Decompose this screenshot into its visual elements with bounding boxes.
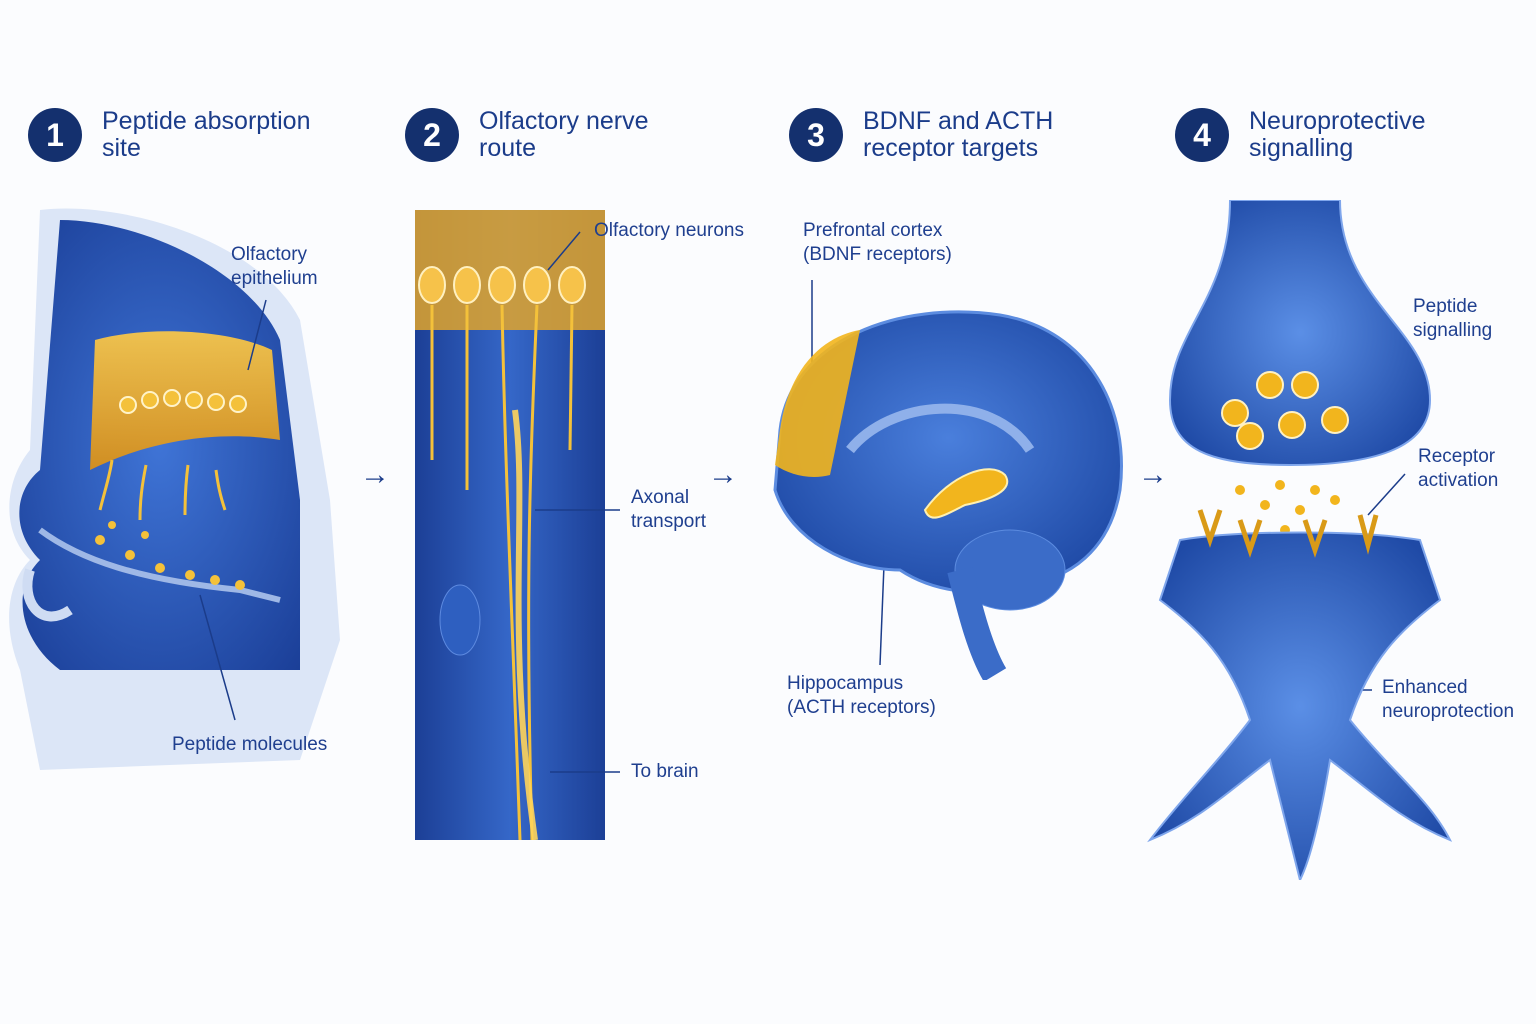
olfactory-nerve-illustration: [415, 210, 605, 840]
step-3-badge: 3: [789, 108, 843, 162]
flow-arrow-1: →: [360, 458, 390, 491]
step-1-header: 1 Peptide absorption site: [28, 108, 352, 162]
step-3-title: BDNF and ACTH receptor targets: [863, 107, 1054, 162]
step-1-badge: 1: [28, 108, 82, 162]
step-2-badge: 2: [405, 108, 459, 162]
to-brain-label: To brain: [631, 761, 699, 782]
prefrontal-cortex-label: Prefrontal cortex (BDNF receptors): [803, 220, 952, 265]
nasal-cavity-illustration: [9, 208, 341, 770]
olfactory-epithelium-label: Olfactory epithelium: [231, 244, 318, 289]
brain-illustration: [773, 310, 1123, 680]
synapse-illustration: [1147, 200, 1453, 880]
step-2-header: 2 Olfactory nerve route: [405, 108, 729, 162]
peptide-signalling-label: Peptide signalling: [1413, 296, 1493, 341]
axonal-transport-label: Axonal transport: [631, 487, 706, 532]
peptide-molecules-label: Peptide molecules: [172, 734, 328, 755]
step-4-header: 4 Neuroprotective signalling: [1175, 108, 1499, 162]
receptor-activation-label: Receptor activation: [1418, 446, 1499, 491]
step-3-header: 3 BDNF and ACTH receptor targets: [789, 108, 1113, 162]
olfactory-neurons-label: Olfactory neurons: [594, 220, 744, 241]
hippocampus-label: Hippocampus (ACTH receptors): [787, 673, 936, 718]
flow-arrow-2: →: [708, 458, 738, 491]
step-4-badge: 4: [1175, 108, 1229, 162]
step-2-title: Olfactory nerve route: [479, 107, 649, 162]
flow-arrow-3: →: [1138, 458, 1168, 491]
step-1-title: Peptide absorption site: [102, 107, 311, 162]
enhanced-neuroprotection-label: Enhanced neuroprotection: [1382, 677, 1515, 722]
step-4-title: Neuroprotective signalling: [1249, 107, 1426, 162]
